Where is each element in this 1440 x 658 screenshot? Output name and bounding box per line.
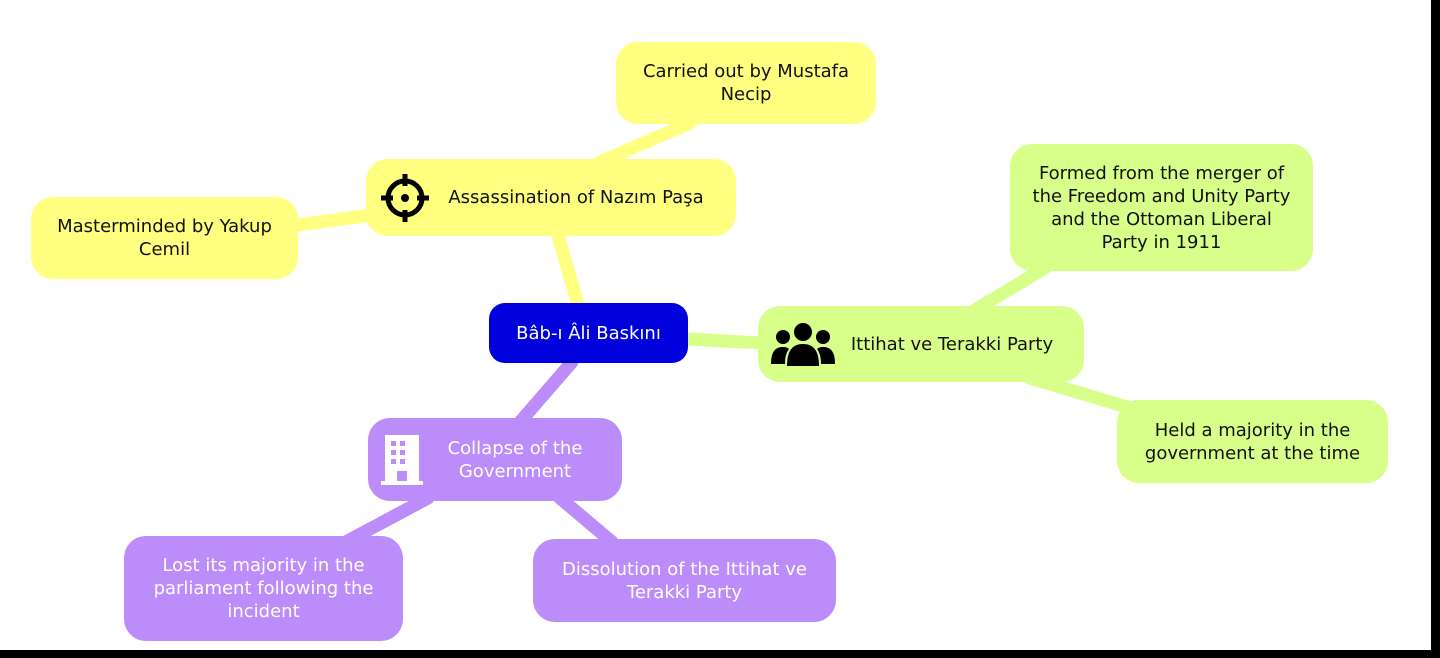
leaf-formed[interactable]: Formed from the merger of the Freedom an… [1010, 144, 1313, 271]
leaf-masterminded-label: Masterminded by Yakup Cemil [57, 216, 272, 260]
leaf-formed-label: Formed from the merger of the Freedom an… [1032, 162, 1291, 253]
leaf-masterminded[interactable]: Masterminded by Yakup Cemil [31, 197, 298, 279]
leaf-held-majority[interactable]: Held a majority in the government at the… [1117, 400, 1388, 483]
branch-assassination[interactable]: Assassination of Nazım Paşa [366, 159, 736, 236]
branch-assassination-label: Assassination of Nazım Paşa [448, 187, 704, 208]
leaf-held-majority-label: Held a majority in the government at the… [1144, 419, 1361, 464]
building-icon [380, 433, 424, 487]
connector-root-party [681, 332, 769, 350]
branch-party[interactable]: Ittihat ve Terakki Party [758, 306, 1084, 382]
leaf-dissolution-label: Dissolution of the Ittihat ve Terakki Pa… [562, 558, 807, 603]
crosshair-icon [378, 171, 432, 225]
group-icon [770, 320, 836, 368]
leaf-lost-majority[interactable]: Lost its majority in the parliament foll… [124, 536, 403, 641]
frame-border-right [1431, 0, 1440, 658]
connector-root-assassination [549, 221, 585, 312]
branch-collapse-label: Collapse of the Government [447, 437, 583, 482]
frame-border-bottom [0, 650, 1440, 658]
leaf-lost-majority-label: Lost its majority in the parliament foll… [153, 555, 374, 622]
connector-root-collapse [513, 355, 579, 429]
connector-collapse-dissolution [553, 491, 619, 549]
connector-assassination-necip [593, 116, 697, 169]
leaf-carried-out[interactable]: Carried out by Mustafa Necip [616, 42, 876, 124]
root-label: Bâb-ı Âli Baskını [516, 322, 661, 344]
connector-party-majority [1023, 371, 1137, 415]
branch-party-label: Ittihat ve Terakki Party [850, 333, 1054, 355]
root-node[interactable]: Bâb-ı Âli Baskını [489, 303, 688, 363]
branch-collapse[interactable]: Collapse of the Government [368, 418, 622, 501]
leaf-dissolution[interactable]: Dissolution of the Ittihat ve Terakki Pa… [533, 539, 836, 622]
leaf-carried-out-label: Carried out by Mustafa Necip [642, 61, 850, 105]
connector-party-formed [968, 261, 1052, 317]
connector-assassination-cemil [283, 208, 379, 233]
